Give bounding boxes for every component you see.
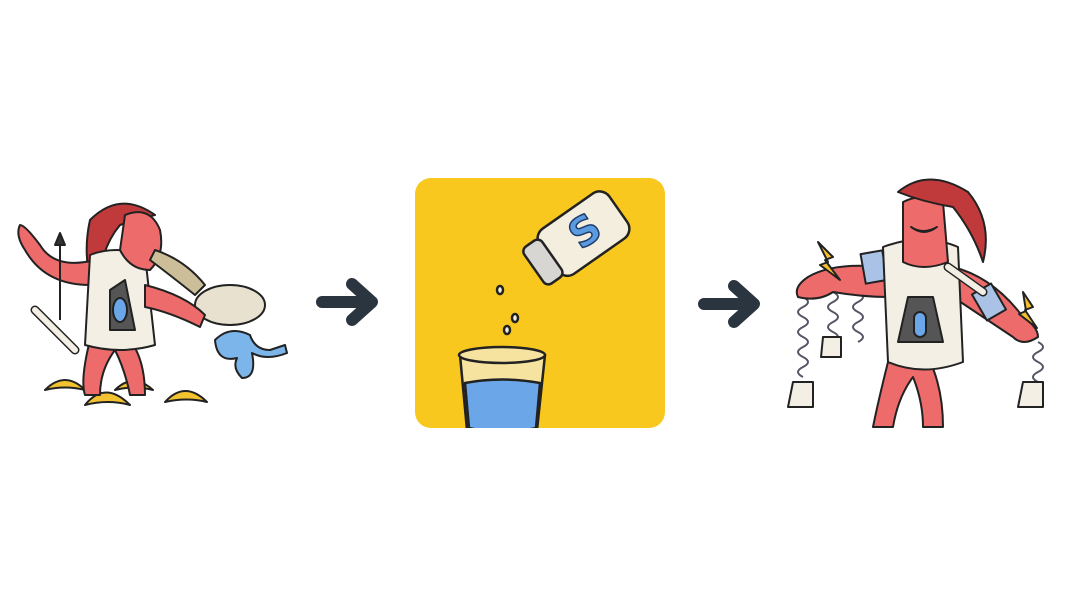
salt-shaker-icon: S <box>457 190 631 428</box>
before-illustration <box>5 190 315 420</box>
arrow-right-icon <box>316 276 384 328</box>
process-panel: S <box>415 178 665 428</box>
arrow-right-icon <box>698 278 766 330</box>
after-illustration <box>778 172 1073 437</box>
